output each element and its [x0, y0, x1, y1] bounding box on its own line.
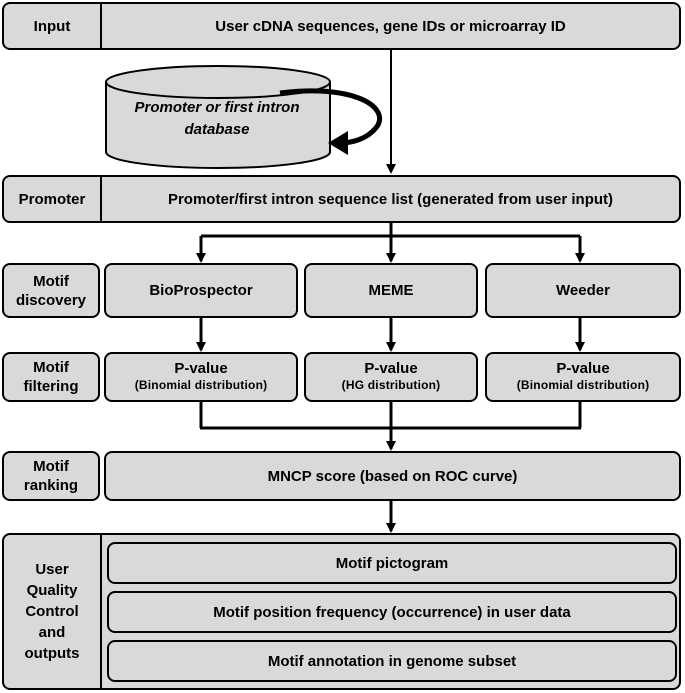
- input-text: User cDNA sequences, gene IDs or microar…: [215, 17, 566, 35]
- database-label: Promoter or first intron database: [134, 99, 300, 138]
- filter-binomial-1: P-value (Binomial distribution): [104, 352, 298, 402]
- arrow-tools-to-filters: [196, 318, 585, 352]
- filter-2-main: P-value: [364, 360, 418, 377]
- promoter-text: Promoter/first intron sequence list (gen…: [167, 190, 614, 208]
- tool-meme: MEME: [304, 263, 478, 318]
- promoter-label: Promoter: [4, 177, 102, 221]
- filter-1-main: P-value: [174, 360, 228, 377]
- output-motif-pictogram: Motif pictogram: [107, 542, 677, 584]
- arrow-filters-to-ranking: [199, 402, 582, 451]
- tool-bioprospector: BioProspector: [104, 263, 298, 318]
- filter-3-main: P-value: [556, 360, 610, 377]
- filter-3-sub: (Binomial distribution): [516, 378, 650, 392]
- database-cylinder: [105, 65, 331, 169]
- input-row: Input User cDNA sequences, gene IDs or m…: [2, 2, 681, 50]
- tool-weeder: Weeder: [485, 263, 681, 318]
- filter-2-sub: (HG distribution): [341, 378, 441, 392]
- database-loop-arrow: [279, 88, 382, 146]
- database-loop-arrowhead: [328, 131, 348, 155]
- motif-ranking-label: Motif ranking: [2, 451, 100, 501]
- output-motif-position-frequency: Motif position frequency (occurrence) in…: [107, 591, 677, 633]
- input-label: Input: [4, 4, 102, 48]
- filter-hg: P-value (HG distribution): [304, 352, 478, 402]
- filter-1-sub: (Binomial distribution): [134, 378, 268, 392]
- output-motif-annotation: Motif annotation in genome subset: [107, 640, 677, 682]
- outputs-label: User Quality Control and outputs: [4, 535, 102, 688]
- ranking-mncp: MNCP score (based on ROC curve): [104, 451, 681, 501]
- filter-binomial-2: P-value (Binomial distribution): [485, 352, 681, 402]
- motif-discovery-label: Motif discovery: [2, 263, 100, 318]
- motif-filtering-label: Motif filtering: [2, 352, 100, 402]
- promoter-row: Promoter Promoter/first intron sequence …: [2, 175, 681, 223]
- arrow-promoter-to-tools: [196, 222, 585, 263]
